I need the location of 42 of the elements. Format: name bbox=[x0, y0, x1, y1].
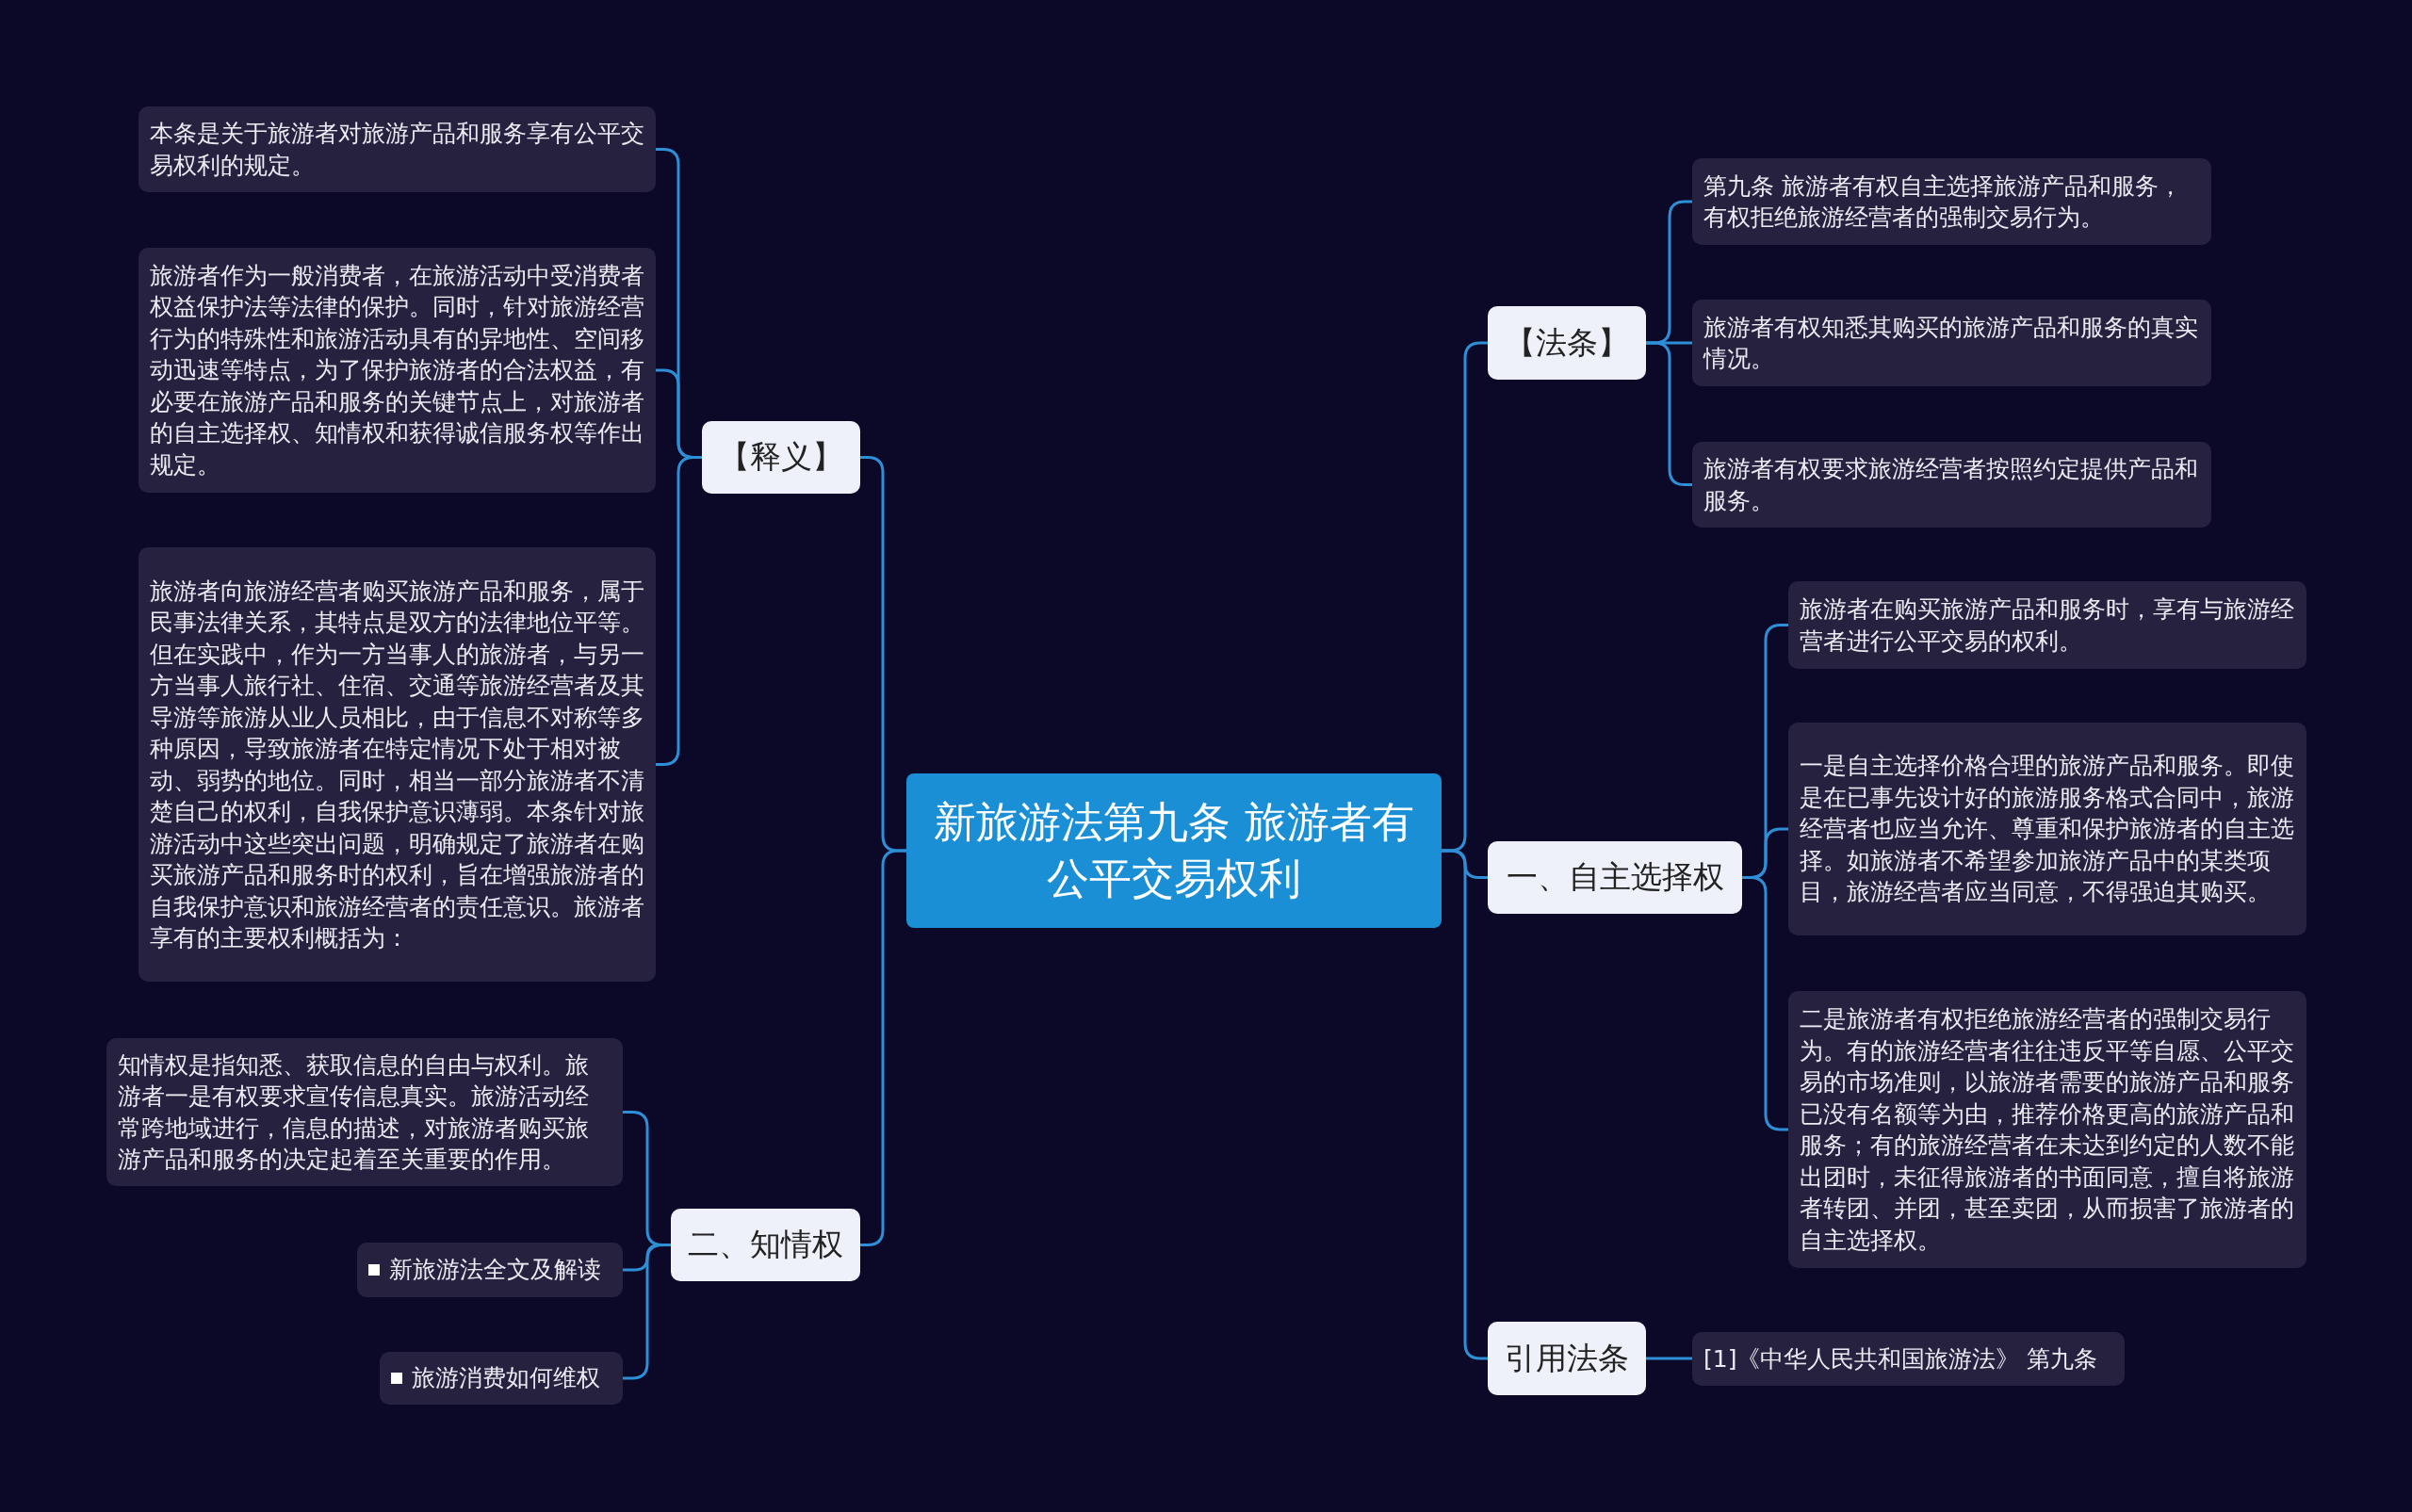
note-text: 旅游者在购买旅游产品和服务时，享有与旅游经营者进行公平交易的权利。 bbox=[1800, 594, 2295, 657]
note-card bbox=[1788, 581, 2306, 669]
note-card bbox=[139, 106, 656, 192]
topic-label: 引用法条 bbox=[1505, 1338, 1629, 1378]
note-text: 旅游者有权知悉其购买的旅游产品和服务的真实情况。 bbox=[1703, 312, 2199, 374]
note-text: 旅游者向旅游经营者购买旅游产品和服务，属于民事法律关系，其特点是双方的法律地位平等。但在实践中，作为一方当事人的旅游者，与另一方当事人旅行社、住宿、交通等旅游经营者及其导游等旅游从业人员相比，由于信息不对称等多种原因，导致旅游者在特定情况下处于相对被动、弱势的地位。同时，相当一部分旅游者不清楚自己的权利，自我保护意识薄弱。本条针对旅游活动中这些突出问题，明确规定了旅游者在购买旅游产品和服务时的权利，旨在增强旅游者的自我保护意识和旅游经营者的责任意识。旅游者享有的主要权利概括为： bbox=[150, 576, 644, 953]
branch-topic-box bbox=[1488, 306, 1646, 380]
note-card bbox=[380, 1352, 623, 1405]
central-topic-box bbox=[906, 773, 1442, 928]
note-text: [1]《中华人民共和国旅游法》 第九条 bbox=[1703, 1343, 2098, 1374]
note-text: 旅游者作为一般消费者，在旅游活动中受消费者权益保护法等法律的保护。同时，针对旅游经营行为的特殊性和旅游活动具有的异地性、空间移动迅速等特点，为了保护旅游者的合法权益，有必要在旅游产品和服务的关键节点上，对旅游者的自主选择权、知情权和获得诚信服务权等作出规定。 bbox=[150, 260, 644, 480]
note-text: 一是自主选择价格合理的旅游产品和服务。即使是在已事先设计好的旅游服务格式合同中，旅游经营者也应当允许、尊重和保护旅游者的自主选择。如旅游者不希望参加旅游产品中的某类项目，旅游经营者应当同意，不得强迫其购买。 bbox=[1800, 751, 2295, 908]
note-card bbox=[357, 1243, 623, 1297]
topic-label: 【法条】 bbox=[1505, 322, 1629, 363]
connector-line bbox=[860, 849, 906, 1246]
note-card bbox=[106, 1038, 623, 1186]
connector-line bbox=[656, 456, 702, 766]
note-card bbox=[1692, 1332, 2125, 1386]
note-text: 旅游消费如何维权 bbox=[412, 1363, 600, 1394]
note-card bbox=[1692, 158, 2211, 245]
branch-topic-box bbox=[671, 1209, 860, 1281]
note-text: 旅游者有权要求旅游经营者按照约定提供产品和服务。 bbox=[1703, 454, 2199, 516]
connector-line bbox=[1646, 341, 1692, 486]
note-card bbox=[1692, 300, 2211, 386]
connector-line bbox=[1442, 849, 1488, 1360]
note-text: 第九条 旅游者有权自主选择旅游产品和服务，有权拒绝旅游经营者的强制交易行为。 bbox=[1703, 171, 2183, 233]
connector-line bbox=[1742, 876, 1788, 1131]
connector-line bbox=[1646, 1357, 1692, 1360]
note-text: 本条是关于旅游者对旅游产品和服务享有公平交易权利的规定。 bbox=[150, 119, 644, 181]
topic-label: 新旅游法第九条 旅游者有公平交易权利 bbox=[933, 796, 1415, 905]
note-card bbox=[1692, 442, 2211, 528]
branch-topic-box bbox=[1488, 841, 1742, 914]
note-card bbox=[1788, 723, 2306, 935]
branch-topic-box bbox=[702, 421, 860, 494]
topic-label: 二、知情权 bbox=[688, 1225, 843, 1264]
note-card bbox=[139, 547, 656, 982]
topic-label: 【释义】 bbox=[719, 437, 843, 477]
note-text: 新旅游法全文及解读 bbox=[389, 1255, 601, 1286]
note-text: 知情权是指知悉、获取信息的自由与权利。旅游者一是有权要求宣传信息真实。旅游活动经常跨地域进行，信息的描述，对旅游者购买旅游产品和服务的决定起着至关重要的作用。 bbox=[118, 1049, 590, 1175]
topic-label: 一、自主选择权 bbox=[1506, 857, 1724, 897]
branch-topic-box bbox=[1488, 1322, 1646, 1395]
note-text: 二是旅游者有权拒绝旅游经营者的强制交易行为。有的旅游经营者往往违反平等自愿、公平交易的市场准则，以旅游者需要的旅游产品和服务已没有名额等为由，推荐价格更高的旅游产品和服务；有的旅游经营者在未达到约定的人数不能出团时，未征得旅游者的书面同意，擅自将旅游者转团、并团，甚至卖团，从而损害了旅游者的自主选择权。 bbox=[1800, 1004, 2295, 1256]
